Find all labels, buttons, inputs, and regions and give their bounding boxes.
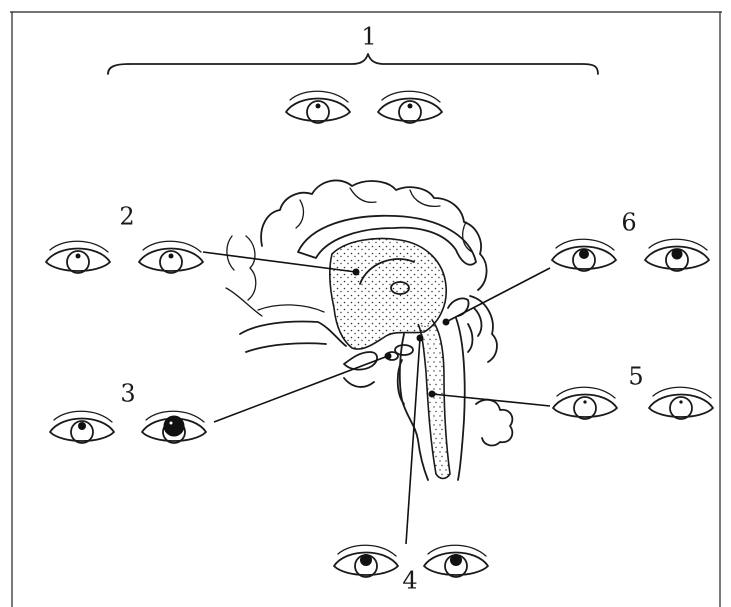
eye-icon <box>286 91 350 123</box>
gyrus-line <box>227 236 234 270</box>
eye-icon <box>139 241 203 273</box>
brainstem <box>418 320 450 479</box>
brainstem-posterior <box>456 318 465 480</box>
optic-line <box>344 378 374 387</box>
cerebellum-folia <box>476 400 512 446</box>
leader-6-dot <box>443 319 450 326</box>
eye-pair-5 <box>553 387 713 419</box>
leader-4-dot <box>417 335 424 342</box>
eye-icon <box>142 411 206 443</box>
pupil-dilated <box>164 416 185 437</box>
eye-icon <box>424 545 488 577</box>
brain-section <box>226 180 512 480</box>
sulcus-line <box>296 200 303 228</box>
leader-5-dot <box>429 391 436 398</box>
label-6: 6 <box>621 209 636 237</box>
gyrus-line <box>258 305 324 312</box>
gyrus-line <box>226 288 262 316</box>
eye-pair-3 <box>50 411 206 443</box>
eye-icon <box>645 239 709 271</box>
eye-icon <box>378 91 442 123</box>
sulcus-line <box>350 188 376 202</box>
eye-icon <box>50 411 114 443</box>
label-3: 3 <box>120 380 135 408</box>
leader-3-dot <box>385 353 392 360</box>
eye-pair-1 <box>286 91 442 123</box>
leader-5 <box>432 394 550 406</box>
eye-icon <box>334 545 398 577</box>
leader-2-dot <box>353 269 360 276</box>
leader-6 <box>446 268 550 322</box>
cerebellum <box>468 296 497 362</box>
gyrus-line <box>246 236 256 300</box>
eye-icon <box>553 387 617 419</box>
eye-icon <box>649 387 713 419</box>
label-1: 1 <box>361 23 376 51</box>
pupil-small <box>408 104 413 109</box>
pineal <box>448 298 469 316</box>
brace-1 <box>108 54 598 74</box>
leader-3 <box>214 356 388 422</box>
frontal-lobe-base <box>240 322 346 347</box>
label-5: 5 <box>628 363 643 391</box>
eye-icon <box>552 239 616 271</box>
eye-icon <box>46 241 110 273</box>
orbital-line <box>246 343 326 352</box>
label-4: 4 <box>402 567 417 595</box>
pupil-small <box>316 104 321 109</box>
eye-pair-2 <box>46 241 203 273</box>
eye-pair-6 <box>552 239 709 271</box>
label-2: 2 <box>119 203 134 231</box>
